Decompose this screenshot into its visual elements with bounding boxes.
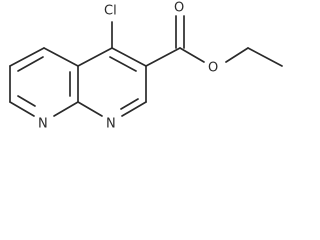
bond-right-inner-1	[109, 56, 137, 72]
bond-right-ring-4	[121, 101, 147, 117]
bond-left-ring-2	[43, 47, 79, 67]
bond-ester-c	[145, 47, 181, 67]
structure-canvas: Cl O O N N	[9, 0, 283, 132]
ring-nitrogen-1-label: N	[38, 117, 48, 132]
bond-ester-o	[179, 47, 205, 63]
bond-right-inner-2	[120, 98, 139, 110]
bond-right-ring-5	[77, 101, 103, 117]
bond-right-ring-1	[77, 47, 113, 67]
bond-ethyl-2	[247, 47, 283, 67]
bond-ethyl-1	[225, 47, 249, 63]
ring-nitrogen-2-label: N	[106, 117, 116, 132]
bond-left-inner-1	[17, 56, 44, 72]
molecule-diagram: Cl O O N N	[9, 1, 283, 132]
bond-left-ring-4	[53, 101, 79, 117]
ester-oxygen-label: O	[208, 61, 218, 76]
bond-right-ring-2	[111, 47, 147, 67]
bond-left-ring-1	[9, 47, 45, 67]
bond-left-inner-3	[17, 95, 36, 107]
chlorine-label: Cl	[104, 4, 117, 19]
carbonyl-oxygen-label: O	[174, 1, 184, 16]
bond-left-ring-5	[9, 101, 35, 117]
